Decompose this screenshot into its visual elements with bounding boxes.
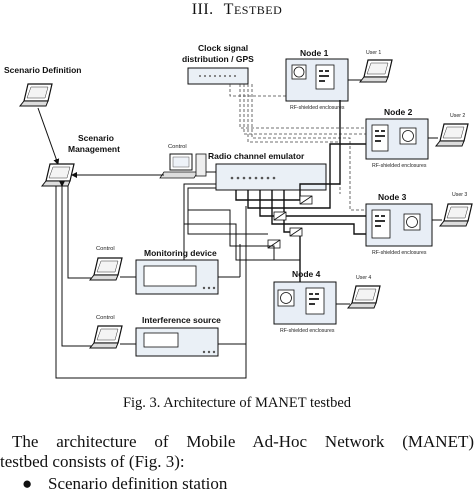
user1-label: User 1: [366, 50, 381, 56]
bullet-dot-icon: ●: [22, 474, 33, 493]
body-line-2: testbed consists of (Fig. 3):: [0, 452, 185, 471]
monitoring-control-laptop-icon: [89, 257, 123, 281]
radio-emulator-device: [215, 163, 327, 191]
node4-label: Node 4: [292, 269, 321, 279]
section-heading: III. TESTBED: [0, 0, 474, 22]
figure-caption: Fig. 3. Architecture of MANET testbed: [122, 395, 352, 411]
control-pc-icon: [159, 153, 207, 179]
section-title-initial: T: [223, 1, 234, 18]
scenario-definition-label: Scenario Definition: [4, 65, 81, 75]
node1-enclosure-label: RF-shielded enclosures: [290, 105, 345, 111]
body-paragraph: The architecture of Mobile Ad-Hoc Networ…: [0, 432, 474, 472]
user3-label: User 3: [452, 192, 467, 198]
node2-label: Node 2: [384, 107, 413, 117]
section-number: III.: [191, 1, 214, 18]
interference-control-laptop-icon: [89, 325, 123, 349]
body-line-1: The architecture of Mobile Ad-Hoc Networ…: [12, 432, 474, 451]
interference-source-label: Interference source: [142, 315, 221, 325]
control-label-top: Control: [168, 144, 187, 150]
bullet-text: Scenario definition station: [48, 474, 228, 493]
scenario-definition-laptop-icon: [19, 83, 53, 107]
section-title-rest: ESTBED: [233, 3, 283, 17]
scenario-management-label-2: Management: [68, 144, 120, 154]
node4-enclosure-label: RF-shielded enclosures: [280, 328, 335, 334]
clock-label-1: Clock signal: [198, 43, 248, 53]
scenario-management-laptop-icon: [41, 163, 75, 187]
clock-label-2: distribution / GPS: [182, 54, 254, 64]
user3-laptop-icon: [439, 203, 473, 227]
node3-enclosure-label: RF-shielded enclosures: [372, 250, 427, 256]
monitoring-device-label: Monitoring device: [144, 248, 217, 258]
user2-laptop-icon: [435, 123, 469, 147]
control-label-interference: Control: [96, 315, 115, 321]
node2-enclosure-label: RF-shielded enclosures: [372, 163, 427, 169]
bullet-item: ● Scenario definition station: [22, 474, 227, 494]
user4-laptop-icon: [347, 285, 381, 309]
user4-label: User 4: [356, 275, 371, 281]
user2-label: User 2: [450, 113, 465, 119]
control-label-monitor: Control: [96, 246, 115, 252]
node3-label: Node 3: [378, 192, 407, 202]
radio-emulator-label: Radio channel emulator: [208, 151, 305, 161]
user1-laptop-icon: [359, 59, 393, 83]
clock-device: [187, 67, 249, 85]
node1-label: Node 1: [300, 48, 329, 58]
architecture-diagram: Scenario Definition Scenario Management …: [0, 34, 474, 394]
scenario-management-label-1: Scenario: [78, 133, 114, 143]
